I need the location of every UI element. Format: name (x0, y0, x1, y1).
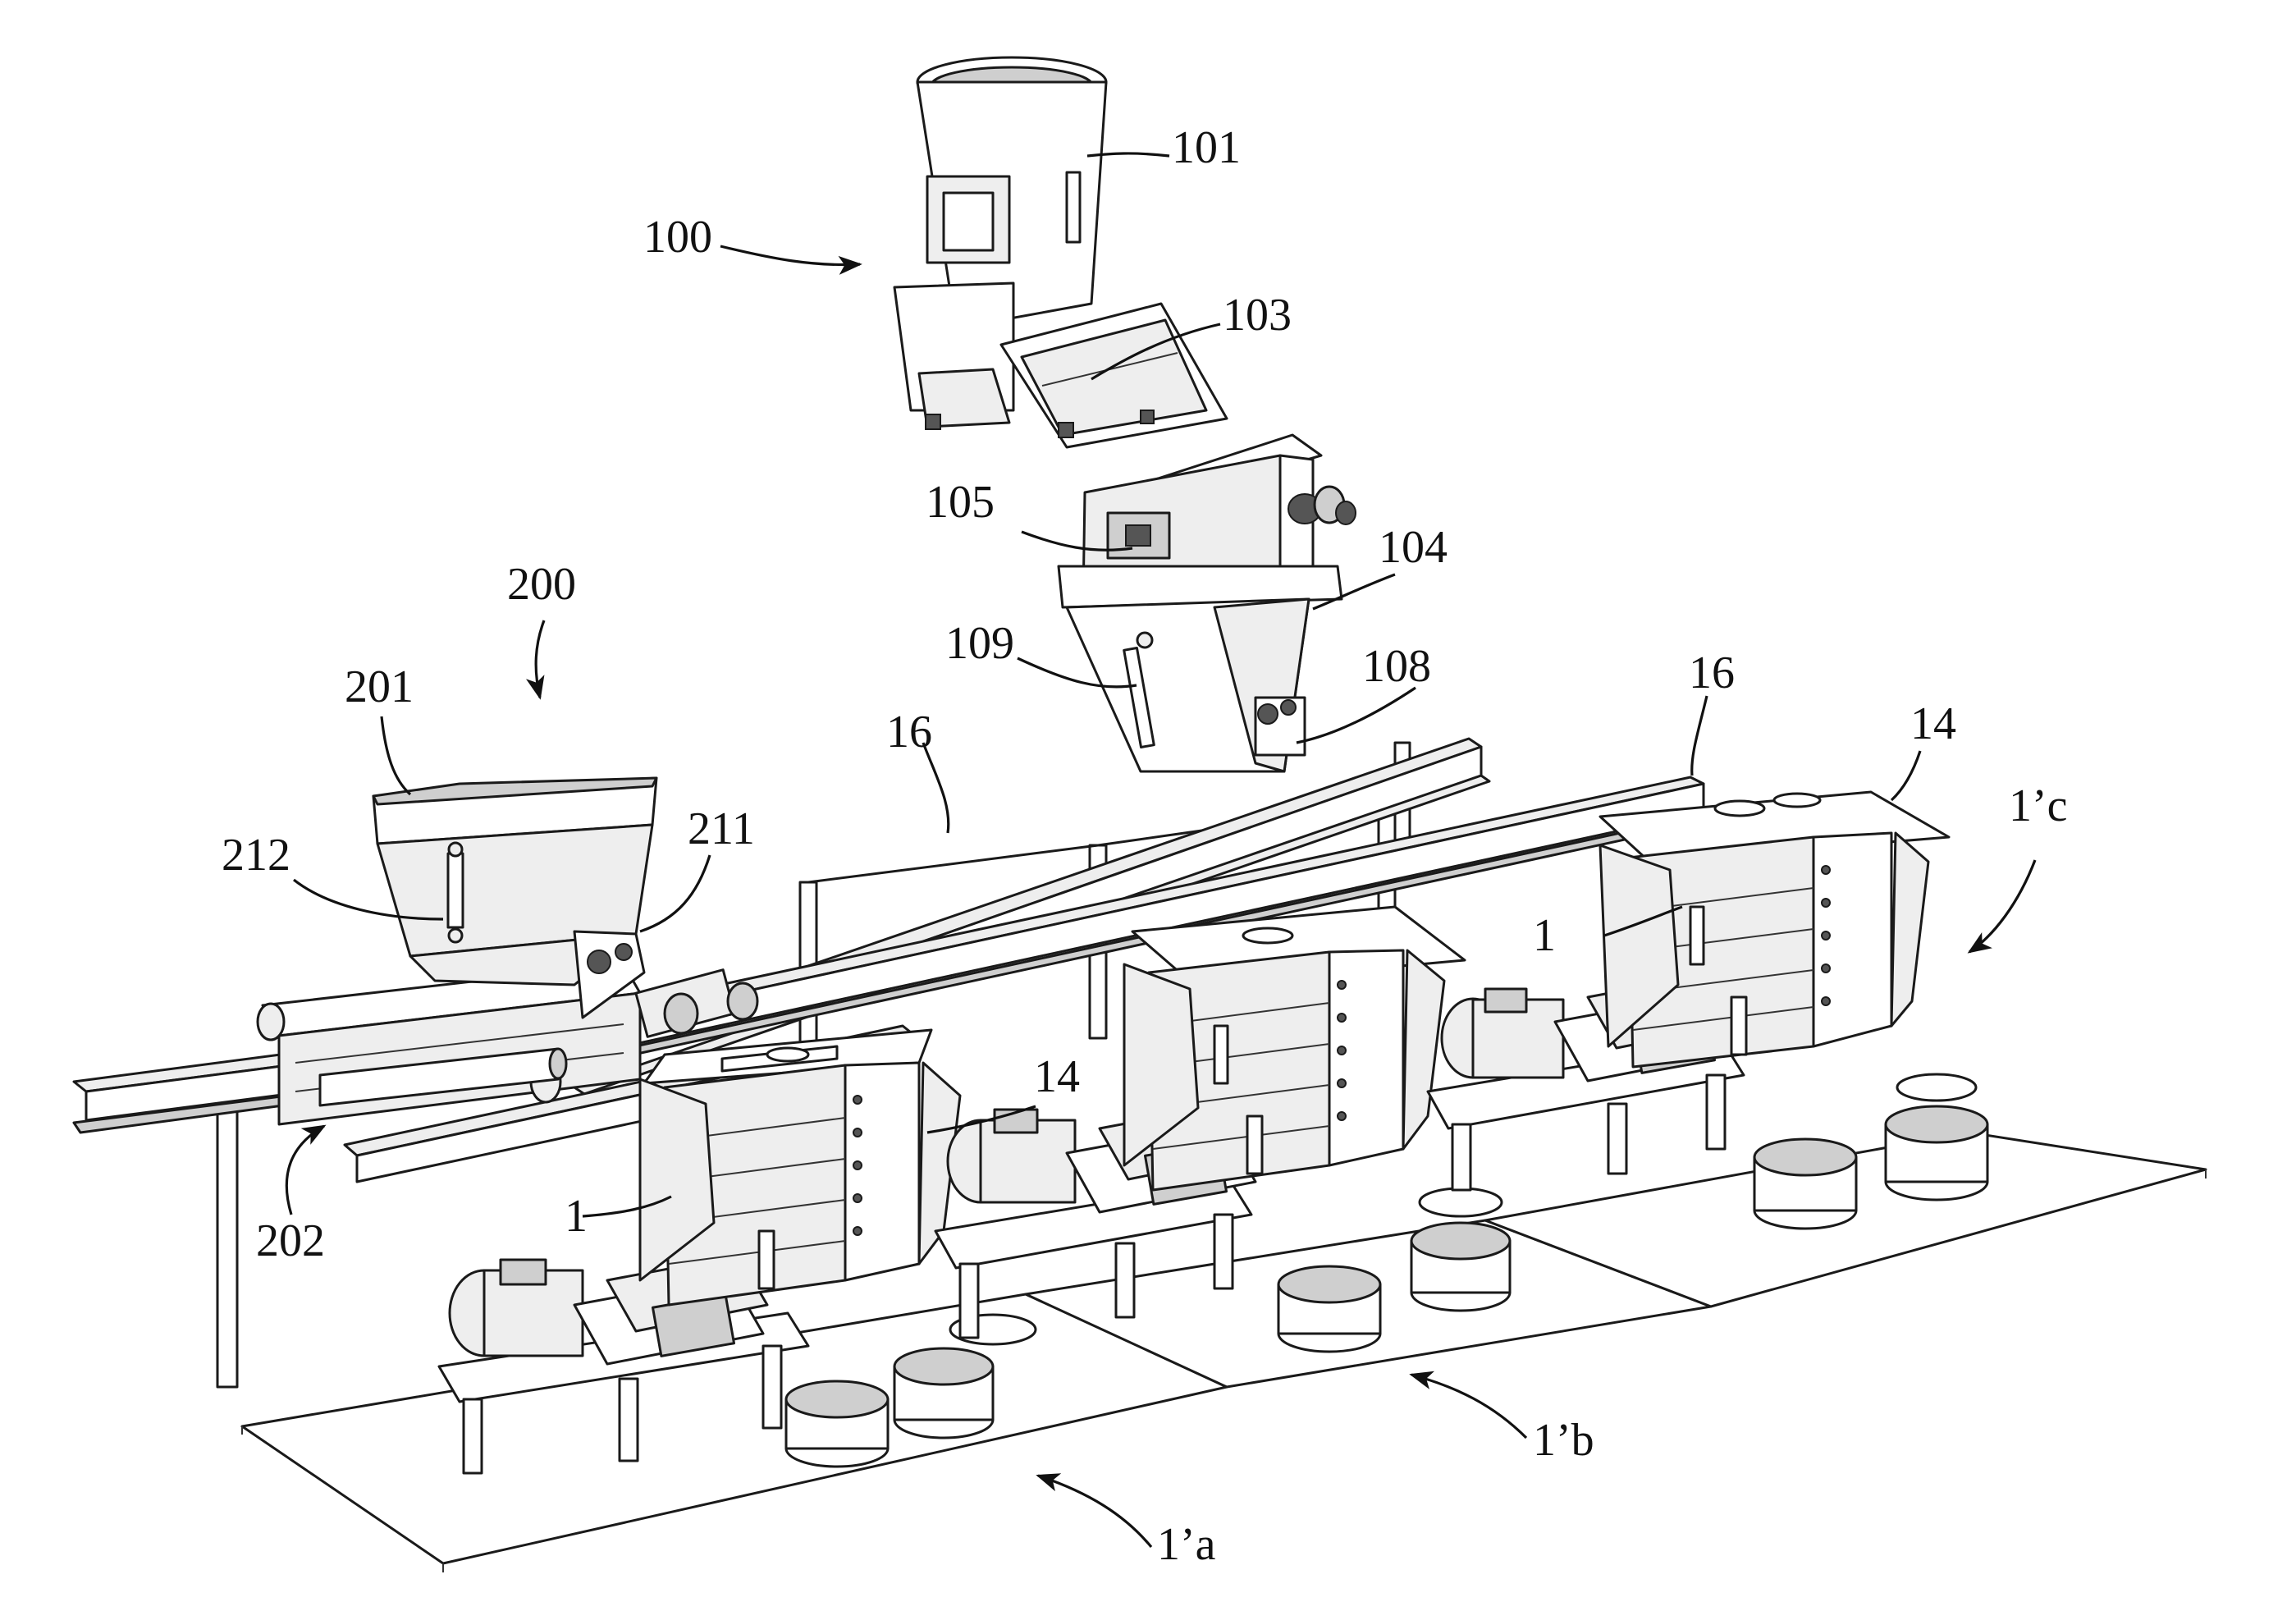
label-201: 201 (345, 661, 414, 712)
label-211: 211 (688, 803, 755, 854)
label-108: 108 (1362, 641, 1431, 692)
label-100: 100 (643, 212, 712, 263)
label-212: 212 (222, 830, 290, 881)
label-1-right: 1 (1533, 910, 1556, 961)
label-105: 105 (926, 477, 995, 528)
label-101: 101 (1172, 122, 1241, 173)
label-1-prime-b: 1’b (1533, 1415, 1594, 1466)
label-109: 109 (945, 618, 1014, 669)
label-1-prime-a: 1’a (1157, 1519, 1216, 1570)
label-104: 104 (1379, 522, 1448, 573)
label-1-left: 1 (565, 1191, 588, 1242)
label-14-left: 14 (1034, 1051, 1080, 1102)
label-103: 103 (1223, 290, 1292, 341)
unit-1b (935, 907, 1510, 1352)
label-202: 202 (256, 1215, 325, 1266)
label-1-prime-c: 1’c (2009, 780, 2068, 831)
label-200: 200 (507, 559, 576, 610)
label-16-left: 16 (886, 707, 932, 757)
label-14-right: 14 (1910, 698, 1956, 749)
label-16-right: 16 (1689, 648, 1735, 698)
